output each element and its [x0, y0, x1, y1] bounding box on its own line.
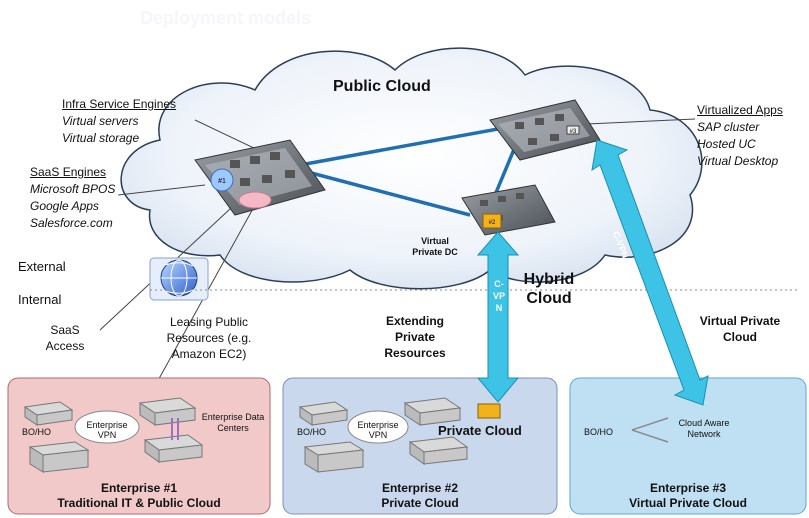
cvpn-arrow-2 — [591, 139, 709, 406]
saas-engines-item: Microsoft BPOS — [30, 182, 116, 196]
storage-icon — [238, 191, 272, 209]
virtualized-apps-item: Virtual Desktop — [697, 154, 779, 168]
private-cloud-server-icon — [477, 403, 501, 419]
enterprise1-links — [171, 418, 179, 440]
enterprise1-bo-ho: BO/HO — [22, 427, 52, 437]
saas-engines-item: Salesforce.com — [30, 216, 113, 230]
enterprise2-bo-ho: BO/HO — [297, 427, 327, 437]
server-board-center: #2 — [461, 184, 556, 236]
enterprise1-data-centers: Enterprise Data Centers — [201, 412, 265, 433]
private-cloud-label: Private Cloud — [438, 423, 522, 438]
enterprise3-bo-ho: BO/HO — [584, 427, 614, 437]
saas-engines-item: Google Apps — [30, 199, 99, 213]
cloud-aware-network-label: Cloud Aware Network — [678, 418, 730, 439]
internet-globe-icon — [149, 257, 209, 301]
server-board-left — [194, 139, 326, 216]
enterprise2-devices — [298, 397, 469, 473]
infra-engines-item: Virtual servers — [62, 114, 139, 128]
virtualized-apps-title: Virtualized Apps — [697, 103, 783, 117]
infra-engines-item: Virtual storage — [62, 131, 140, 145]
page-title: Deployment models — [140, 8, 312, 28]
server-badge-1: #1 — [210, 168, 234, 192]
enterprise2-vpn-cloud — [347, 410, 409, 444]
virtualized-apps-item: SAP cluster — [697, 120, 760, 134]
enterprise2-vpn-label: Enterprise VPN — [357, 420, 399, 440]
infra-engines-title: Infra Service Engines — [62, 97, 177, 111]
external-zone-label: External — [18, 259, 66, 274]
enterprise1-vpn-label: Enterprise VPN — [86, 420, 128, 440]
internal-zone-label: Internal — [18, 292, 62, 307]
svg-text:#1: #1 — [218, 178, 226, 185]
saas-engines-title: SaaS Engines — [30, 165, 107, 179]
enterprise3-network-lines — [631, 417, 669, 443]
enterprise1-devices — [23, 397, 204, 473]
public-cloud-label: Public Cloud — [333, 78, 431, 95]
enterprise1-box — [7, 377, 271, 515]
server-board-right: #3 — [489, 99, 601, 161]
cvpn-arrow-1 — [476, 231, 520, 403]
enterprise1-vpn-cloud — [74, 410, 140, 444]
server-badge-2: #2 — [489, 220, 496, 226]
cvpn-label-1: C-VPN — [492, 279, 505, 313]
virtualized-apps-item: Hosted UC — [697, 137, 756, 151]
server-badge-3: #3 — [570, 129, 577, 135]
